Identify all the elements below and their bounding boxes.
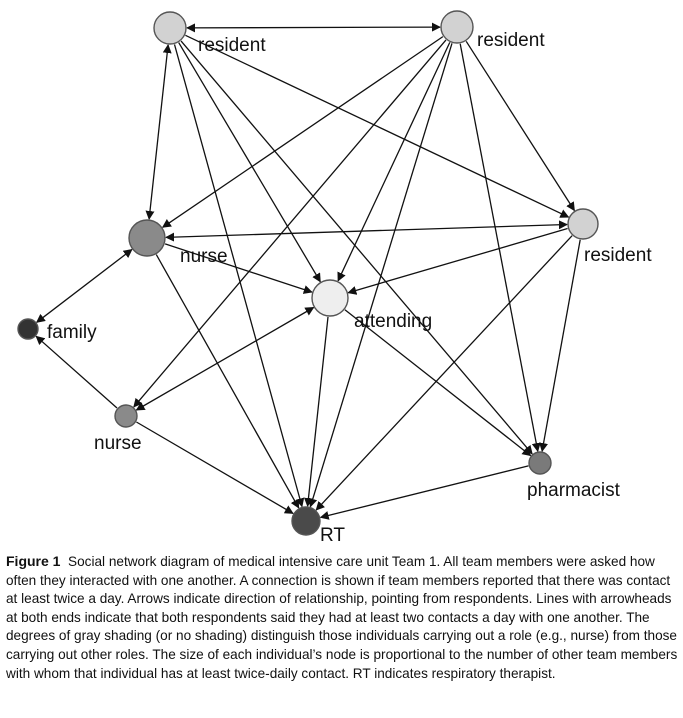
edge-resident3-pharmacist	[539, 239, 581, 453]
node-nurse1	[128, 219, 166, 257]
edge-nurse1-rt	[155, 254, 300, 509]
edge-resident2-resident3	[465, 40, 575, 212]
edges-layer	[35, 22, 581, 520]
labels-layer: resident resident resident nurse attendi…	[47, 30, 652, 546]
node-resident2	[440, 10, 474, 44]
edge-nurse1-attending	[164, 243, 313, 294]
edge-resident3-attending	[347, 227, 568, 295]
edge-attending-nurse2	[135, 306, 315, 411]
edge-resident1-resident2	[186, 22, 441, 33]
edge-attending-rt	[303, 316, 329, 507]
edge-resident1-nurse1	[145, 44, 172, 220]
edge-resident3-nurse1	[165, 220, 568, 242]
edge-resident2-attending	[337, 42, 451, 282]
node-family	[17, 318, 39, 340]
social-network-diagram: resident resident resident nurse attendi…	[17, 10, 652, 546]
edge-resident2-rt	[308, 43, 453, 508]
edge-resident2-nurse1	[161, 36, 444, 228]
node-label-resident1: resident	[198, 35, 266, 56]
edge-nurse1-family	[35, 248, 133, 323]
edge-resident1-rt	[173, 44, 305, 508]
node-rt	[291, 506, 321, 536]
node-label-pharmacist: pharmacist	[527, 480, 621, 501]
edge-resident1-resident3	[185, 34, 570, 218]
figure-caption: Figure 1 Social network diagram of medic…	[6, 552, 678, 683]
node-attending	[311, 279, 349, 317]
figure-label: Figure 1	[6, 553, 61, 569]
node-label-resident3: resident	[584, 245, 652, 266]
nodes-layer	[17, 10, 599, 536]
node-label-rt: RT	[320, 525, 345, 546]
edge-pharmacist-rt	[319, 465, 529, 520]
node-resident1	[153, 11, 187, 45]
node-resident3	[567, 208, 599, 240]
caption-text: Social network diagram of medical intens…	[6, 554, 678, 681]
node-label-resident2: resident	[477, 30, 545, 51]
node-label-nurse2: nurse	[94, 433, 142, 454]
node-nurse2	[114, 404, 138, 428]
edge-nurse2-rt	[136, 421, 294, 514]
edge-resident2-pharmacist	[459, 43, 541, 453]
edge-resident1-pharmacist	[180, 40, 533, 455]
edge-nurse2-family	[35, 335, 118, 409]
node-pharmacist	[528, 451, 552, 475]
edge-resident3-rt	[315, 235, 573, 511]
edge-attending-pharmacist	[344, 309, 532, 457]
edge-resident1-attending	[178, 42, 321, 283]
node-label-nurse1: nurse	[180, 246, 228, 267]
node-label-family: family	[47, 322, 97, 343]
node-label-attending: attending	[354, 311, 432, 332]
